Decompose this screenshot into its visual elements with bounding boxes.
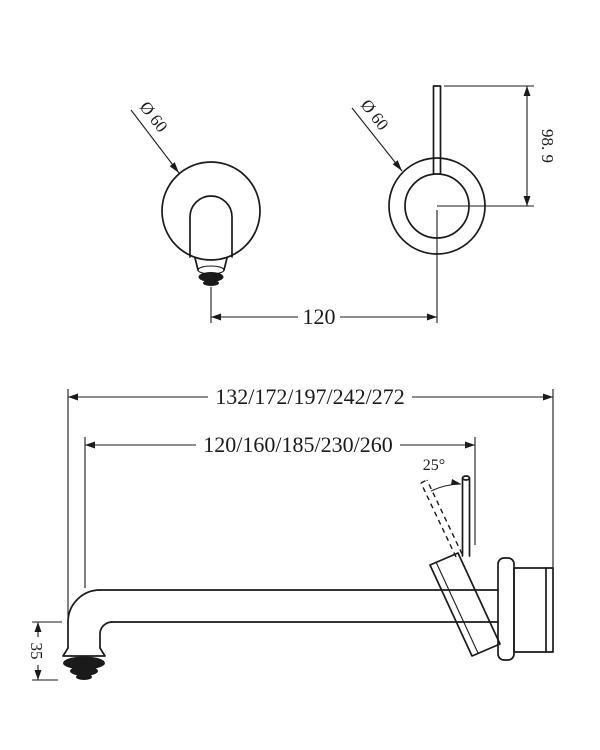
- handle-angle-annotation: 25°: [423, 457, 462, 492]
- dim-arrowhead: [85, 441, 95, 449]
- dim-arrowhead: [523, 196, 531, 206]
- dim-arrowhead: [34, 670, 42, 680]
- dim-arrowhead: [427, 313, 437, 321]
- side-view-wall-plate: [497, 557, 554, 661]
- centres-dimension: 120: [210, 210, 438, 329]
- diameter-leader-left: Ø 60: [130, 98, 180, 174]
- outlet-aerator: [63, 656, 105, 670]
- handle-tilt-dashed: [420, 479, 463, 558]
- diameter-leader-right: Ø 60: [351, 96, 403, 172]
- angle-arc: [430, 483, 462, 492]
- handle-angle-label: 25°: [423, 457, 445, 474]
- mixer-diameter-label: Ø 60: [357, 96, 393, 134]
- overall-projection-label: 132/172/197/242/272: [215, 384, 404, 409]
- spout-projection-dimension: 120/160/185/230/260: [84, 432, 476, 588]
- front-handle-rod: [432, 85, 442, 175]
- centres-label: 120: [303, 304, 336, 329]
- handle-rod: [461, 475, 471, 557]
- dim-arrowhead: [523, 86, 531, 96]
- dim-arrowhead: [34, 622, 42, 632]
- leader-arrowhead: [169, 162, 179, 173]
- outlet-drop-label: 35: [27, 643, 46, 660]
- dim-arrowhead: [465, 441, 475, 449]
- dim-arrowhead: [68, 393, 78, 401]
- side-view-spout: [62, 589, 499, 680]
- dim-arrowhead: [543, 393, 553, 401]
- spout-outlet-tip: [194, 257, 228, 286]
- outlet-drop-dimension: 35: [27, 621, 62, 681]
- handle-height-label: 98. 9: [538, 129, 557, 163]
- arc-arrowhead: [451, 479, 461, 485]
- dim-arrowhead: [211, 313, 221, 321]
- handle-height-dimension: 98. 9: [437, 85, 557, 207]
- spout-projection-label: 120/160/185/230/260: [203, 432, 392, 457]
- spout-diameter-label: Ø 60: [136, 98, 172, 136]
- overall-projection-dimension: 132/172/197/242/272: [67, 384, 554, 624]
- leader-arrowhead: [392, 160, 402, 171]
- spout-front-view: [161, 161, 261, 261]
- side-view-mixer-body: [429, 552, 501, 657]
